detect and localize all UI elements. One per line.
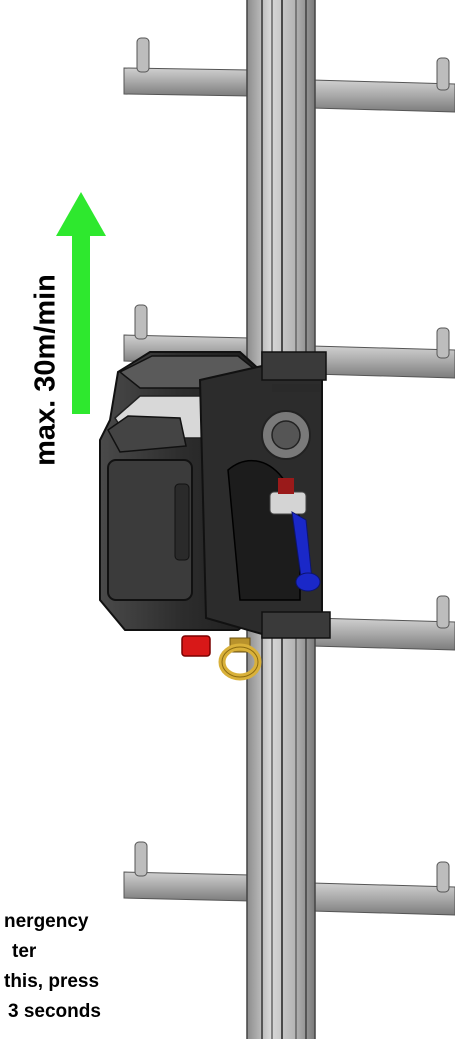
- instruction-line-3: this, press: [4, 971, 100, 992]
- instruction-line-1: nergency: [4, 911, 89, 932]
- up-arrow-icon: [56, 192, 106, 414]
- climbing-device-icon: [99, 351, 331, 681]
- speed-label: max. 30m/min: [29, 274, 62, 466]
- instruction-text: nergency ter this, press 3 seconds: [0, 907, 250, 1027]
- stop-button-icon: [181, 635, 211, 657]
- release-lever-icon: [269, 478, 321, 592]
- attachment-ring-icon: [218, 637, 262, 681]
- instruction-line-4: 3 seconds: [8, 1001, 101, 1022]
- ladder-rung-3: [311, 595, 455, 651]
- ladder-rung-1: [123, 37, 455, 113]
- instruction-line-2: ter: [12, 941, 37, 962]
- ladder-rung-4: [123, 841, 455, 916]
